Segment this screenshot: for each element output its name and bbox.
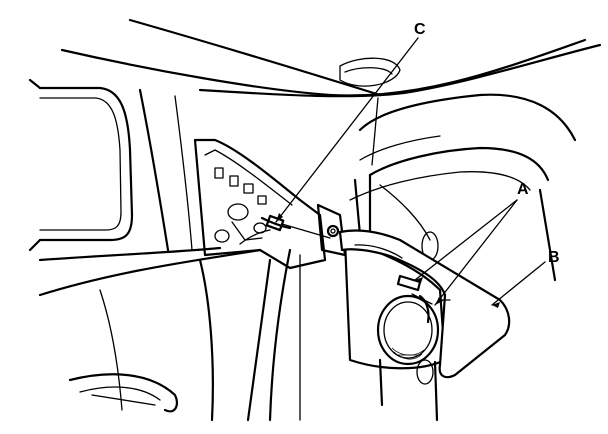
leader-lines <box>275 37 546 308</box>
callout-label-a: A <box>517 181 529 198</box>
speaker-ring <box>383 301 433 359</box>
callout-label-b: B <box>548 249 560 266</box>
leader-a2 <box>434 199 518 306</box>
panel-hole <box>214 229 230 243</box>
connector-clip <box>265 214 285 232</box>
speaker-opening <box>376 294 440 366</box>
roof-lines <box>60 18 602 98</box>
leader-a1 <box>414 199 518 281</box>
clip-slot <box>396 274 422 292</box>
arrow-a2 <box>435 297 443 305</box>
panel-hole-lower <box>416 359 434 385</box>
leader-c <box>275 37 419 223</box>
clip-hook <box>418 294 430 324</box>
panel-hole <box>227 203 249 221</box>
pillar-trim <box>198 248 301 422</box>
lower-pillar-panel <box>343 238 447 422</box>
side-window <box>28 78 193 252</box>
quarter-panel <box>38 246 262 413</box>
panel-hole <box>257 195 267 205</box>
leader-b <box>491 261 546 306</box>
callout-label-c: C <box>414 21 426 38</box>
arrow-c <box>276 213 283 222</box>
panel-hole <box>229 175 239 187</box>
arrow-b <box>492 302 500 308</box>
bolt <box>326 224 340 238</box>
panel-hole <box>214 167 224 179</box>
harness-connector <box>239 214 331 245</box>
trim-cover-b <box>338 229 511 379</box>
panel-hole <box>243 183 254 194</box>
arrow-a1 <box>415 277 423 283</box>
bolt-center <box>330 228 336 234</box>
